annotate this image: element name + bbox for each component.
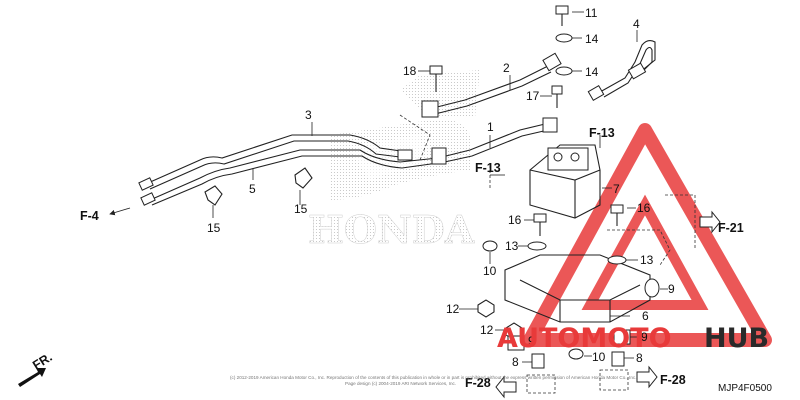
part-number-10b: 10 xyxy=(592,350,606,364)
part-number-4: 4 xyxy=(633,17,640,31)
part-number-5: 5 xyxy=(249,182,256,196)
part-number-1: 1 xyxy=(487,120,494,134)
part-number-9b: 9 xyxy=(641,330,648,344)
part-number-18: 18 xyxy=(403,64,417,78)
watermark-triangle-logo xyxy=(523,123,772,347)
figure-references: F-4 F-13 F-13 F-21 F-28 F-28 xyxy=(80,126,744,390)
part-number-16b: 16 xyxy=(637,201,651,215)
part-number-15a: 15 xyxy=(207,221,221,235)
leader-lines xyxy=(212,11,668,363)
part-number-13b: 13 xyxy=(640,253,654,267)
ref-f21: F-21 xyxy=(718,221,744,235)
ref-f28-left: F-28 xyxy=(465,376,491,390)
part-number-7: 7 xyxy=(613,182,620,196)
ref-f13-lower: F-13 xyxy=(475,161,501,175)
watermark-automoto: AUTOMOTO xyxy=(497,323,672,354)
ref-f4: F-4 xyxy=(80,209,99,223)
pipe-clip-15-right xyxy=(294,167,313,189)
part-number-8b: 8 xyxy=(636,351,643,365)
honda-logo-word: HONDA xyxy=(308,207,475,252)
part-number-14a: 14 xyxy=(585,32,599,46)
part-number-15b: 15 xyxy=(294,202,308,216)
part-number-6: 6 xyxy=(642,309,649,323)
abs-modulator xyxy=(529,144,601,219)
part-number-14b: 14 xyxy=(585,65,599,79)
part-number-10a: 10 xyxy=(483,264,497,278)
pipe-clip-15-left xyxy=(204,185,223,206)
reference-brackets xyxy=(399,114,696,394)
front-label: FR. xyxy=(30,350,54,373)
part-number-9c: 9 xyxy=(528,334,535,348)
part-number-16a: 16 xyxy=(508,213,522,227)
copyright-line-2: Page design (c) 2004-2019 ARI Network Se… xyxy=(345,381,456,386)
part-number-8a: 8 xyxy=(512,355,519,369)
fasteners xyxy=(429,5,631,369)
diagram-code: MJP4F0500 xyxy=(718,383,772,394)
brake-pipes xyxy=(138,39,656,206)
watermark-hub: HUB xyxy=(704,323,769,354)
ref-f28-right: F-28 xyxy=(660,373,686,387)
part-number-12a: 12 xyxy=(446,302,460,316)
part-number-9a: 9 xyxy=(668,282,675,296)
part-number-12b: 12 xyxy=(480,323,494,337)
part-number-13a: 13 xyxy=(505,239,519,253)
copyright-line-1: (c) 2012-2019 American Honda Motor Co., … xyxy=(230,375,637,380)
watermark-text: AUTOMOTO HUB xyxy=(497,323,769,354)
ref-f13-upper: F-13 xyxy=(589,126,615,140)
part-number-11: 11 xyxy=(585,6,598,20)
part-labels: 11 14 14 4 2 18 17 3 1 5 15 15 7 16 16 1… xyxy=(207,6,675,369)
abs-bracket xyxy=(504,254,660,323)
part-number-2: 2 xyxy=(503,61,510,75)
part-number-17: 17 xyxy=(526,89,540,103)
part-number-3: 3 xyxy=(305,108,312,122)
front-direction-indicator: FR. xyxy=(18,350,55,387)
reference-arrows xyxy=(109,135,721,399)
